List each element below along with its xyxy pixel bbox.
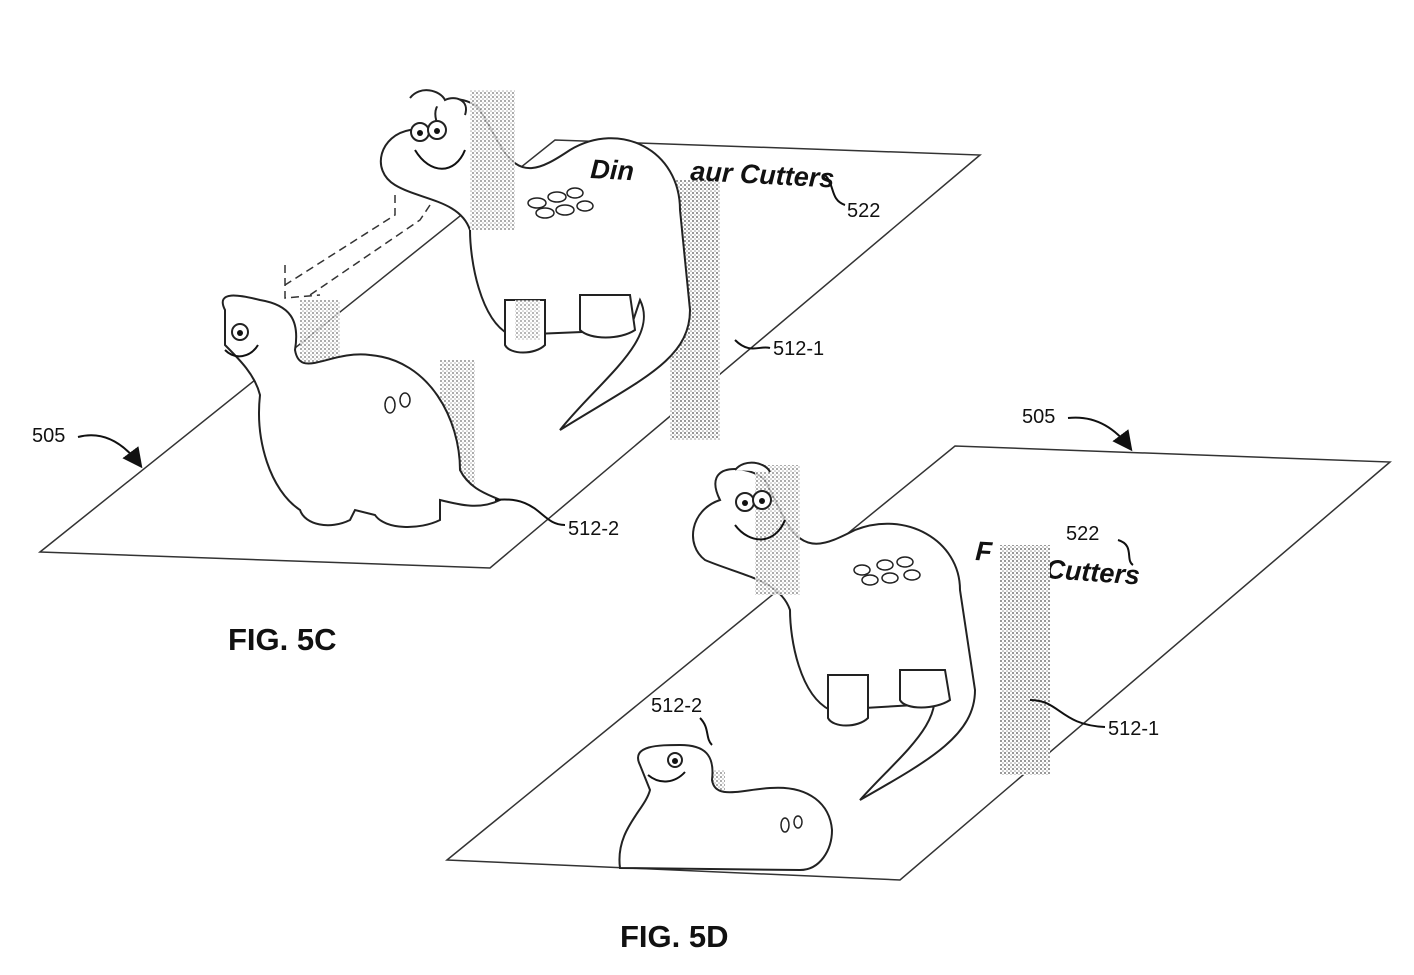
figure-caption-5d: FIG. 5D bbox=[620, 919, 729, 954]
dinosaur-large bbox=[692, 461, 1050, 801]
label-522: 522 bbox=[1066, 523, 1099, 545]
label-505: 505 bbox=[1022, 406, 1055, 428]
dinosaur-small bbox=[221, 294, 503, 528]
dinosaur-large bbox=[379, 89, 720, 440]
figure-5c: Din aur Cutters 512-1 512-2 522 505 FIG.… bbox=[32, 89, 982, 657]
label-512-1: 512-1 bbox=[1108, 718, 1159, 740]
surface-505 bbox=[37, 139, 982, 569]
dinosaur-small bbox=[618, 743, 834, 872]
label-512-1: 512-1 bbox=[773, 338, 824, 360]
printed-text-fragment: F bbox=[975, 536, 995, 567]
label-522: 522 bbox=[847, 200, 880, 222]
figure-5d: F Cutters 512-1 bbox=[444, 406, 1392, 954]
figure-caption-5c: FIG. 5C bbox=[228, 622, 337, 657]
printed-text-fragment: Cutters bbox=[1045, 554, 1141, 591]
label-512-2: 512-2 bbox=[651, 695, 702, 717]
motion-arrows bbox=[284, 195, 431, 299]
label-512-2: 512-2 bbox=[568, 518, 619, 540]
label-505: 505 bbox=[32, 425, 65, 447]
printed-text-fragment: Din bbox=[590, 154, 635, 186]
